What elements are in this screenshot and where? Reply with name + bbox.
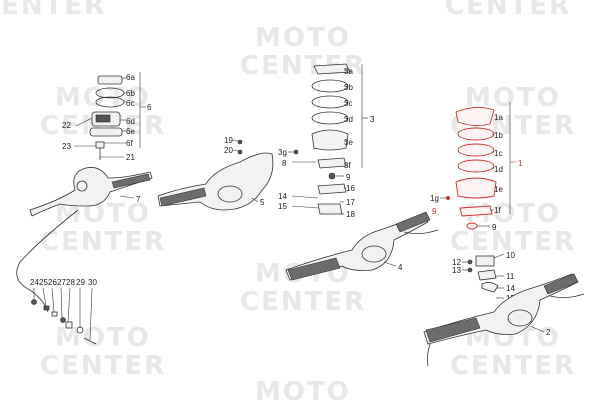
small-parts-10-15: 10 12 13 11 14 15 bbox=[452, 251, 515, 303]
watermark-text: MOTO bbox=[255, 23, 351, 53]
callout-26: 26 bbox=[48, 278, 57, 287]
callout-1: 1 bbox=[518, 159, 523, 168]
part-1f bbox=[459, 205, 493, 217]
callout-6d: 6d bbox=[126, 117, 135, 126]
gauge-face bbox=[95, 114, 111, 123]
callout-25: 25 bbox=[39, 278, 48, 287]
callout-3c: 3c bbox=[344, 99, 352, 108]
watermark-text: CENTER bbox=[240, 287, 366, 317]
part-1a bbox=[455, 107, 495, 127]
part-3e bbox=[311, 129, 349, 151]
part-1g bbox=[446, 196, 450, 200]
callout-2: 2 bbox=[546, 328, 551, 337]
part-6a bbox=[97, 75, 123, 85]
watermark-text: CENTER bbox=[450, 227, 576, 257]
callout-1a: 1a bbox=[494, 113, 503, 122]
callout-15: 15 bbox=[278, 202, 287, 211]
callout-14: 14 bbox=[278, 192, 287, 201]
part-3c bbox=[311, 95, 349, 109]
callout-16: 16 bbox=[346, 184, 355, 193]
part-6f bbox=[95, 141, 105, 149]
callout-3e: 3e bbox=[344, 138, 353, 147]
callout-3d: 3d bbox=[344, 115, 353, 124]
callout-9: 9 bbox=[346, 173, 351, 182]
callout-22: 22 bbox=[62, 121, 71, 130]
watermark-text: CENTER bbox=[40, 227, 166, 257]
part-3d bbox=[311, 111, 349, 125]
callout-6: 6 bbox=[147, 103, 152, 112]
callout-6e: 6e bbox=[126, 127, 135, 136]
callout-24: 24 bbox=[30, 278, 39, 287]
part-6e bbox=[89, 127, 123, 137]
watermark-text: CENTER bbox=[450, 351, 576, 381]
callout-18: 18 bbox=[346, 210, 355, 219]
callout-3f: 3f bbox=[344, 161, 351, 170]
watermark-text: MOTO bbox=[255, 377, 351, 400]
callout-3g: 3g bbox=[278, 148, 287, 157]
callout-7: 7 bbox=[136, 195, 141, 204]
watermark-text: CENTER bbox=[0, 0, 106, 21]
callout-30: 30 bbox=[88, 278, 97, 287]
handlebar-cover-5: 5 19 20 bbox=[157, 136, 274, 211]
part-9-red bbox=[466, 222, 478, 230]
callout-17: 17 bbox=[346, 198, 355, 207]
handlebar-2: 2 bbox=[423, 273, 585, 367]
callout-9-left: 9 bbox=[432, 207, 437, 216]
part-1d bbox=[457, 159, 495, 173]
callout-19: 19 bbox=[224, 136, 233, 145]
callout-23: 23 bbox=[62, 142, 71, 151]
callout-1c: 1c bbox=[494, 149, 502, 158]
callout-20: 20 bbox=[224, 146, 233, 155]
part-3b bbox=[311, 79, 349, 93]
callout-3a: 3a bbox=[344, 67, 353, 76]
callout-9-right: 9 bbox=[492, 223, 497, 232]
callout-29: 29 bbox=[76, 278, 85, 287]
part-1c bbox=[457, 143, 495, 157]
callout-13: 13 bbox=[452, 266, 461, 275]
callout-group-3: 3a 3b 3c 3d 3e 3f 3 3g 8 9 16 14 17 15 1… bbox=[278, 64, 375, 219]
callout-1g: 1g bbox=[430, 194, 439, 203]
handlebar-4: 4 bbox=[285, 211, 439, 281]
callout-27: 27 bbox=[57, 278, 66, 287]
callout-3: 3 bbox=[370, 115, 375, 124]
callout-6b: 6b bbox=[126, 89, 135, 98]
handlebar-7: 7 bbox=[16, 167, 153, 313]
part-3a bbox=[313, 63, 351, 75]
callout-3b: 3b bbox=[344, 83, 353, 92]
part-3f bbox=[317, 157, 347, 169]
headlight-assembly-highlighted bbox=[446, 107, 497, 230]
watermark-text: CENTER bbox=[445, 0, 571, 21]
speedometer-assembly bbox=[89, 75, 125, 160]
callout-14-right: 14 bbox=[506, 284, 515, 293]
headlight-assembly bbox=[293, 63, 351, 215]
part-3g bbox=[293, 149, 299, 155]
callout-4: 4 bbox=[398, 263, 403, 272]
callout-1e: 1e bbox=[494, 185, 503, 194]
callout-1f: 1f bbox=[494, 206, 501, 215]
callout-6c: 6c bbox=[126, 99, 134, 108]
small-parts-24-30: 24 25 26 27 28 29 30 bbox=[30, 278, 97, 345]
callout-8: 8 bbox=[282, 159, 287, 168]
part-1b bbox=[457, 127, 495, 141]
callout-21: 21 bbox=[126, 153, 135, 162]
callout-group-1: 1a 1b 1c 1d 1e 1f 1 1g 9 9 bbox=[430, 102, 523, 232]
callout-12: 12 bbox=[452, 258, 461, 267]
watermark-text: CENTER bbox=[40, 351, 166, 381]
callout-28: 28 bbox=[66, 278, 75, 287]
callout-1d: 1d bbox=[494, 165, 503, 174]
callout-10: 10 bbox=[506, 251, 515, 260]
callout-1b: 1b bbox=[494, 131, 503, 140]
callout-5: 5 bbox=[260, 198, 265, 207]
callout-6f: 6f bbox=[126, 139, 133, 148]
callout-6a: 6a bbox=[126, 73, 135, 82]
part-1e bbox=[455, 177, 497, 199]
callout-11: 11 bbox=[506, 272, 515, 281]
callout-group-6: 6a 6b 6c 6d 6e 6f 6 22 23 21 bbox=[62, 72, 152, 162]
